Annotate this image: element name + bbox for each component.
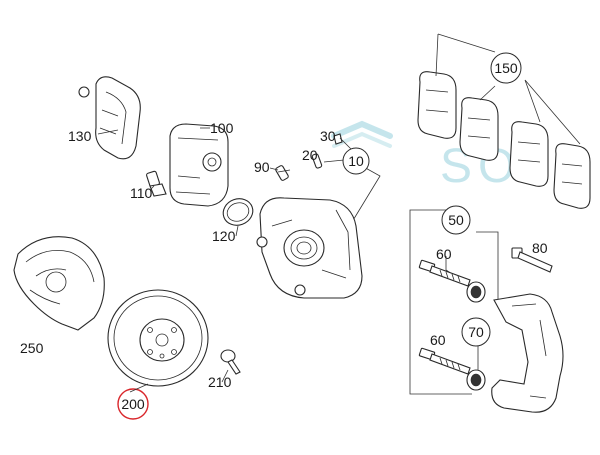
callout-100-text: 100	[210, 120, 234, 136]
callout-150: 150	[490, 52, 522, 84]
wear-sensor-bracket	[78, 76, 141, 160]
brake-disc	[107, 289, 209, 387]
seal-ring-120	[222, 198, 254, 226]
carrier-bracket	[491, 293, 564, 413]
bleeder-components	[311, 133, 381, 223]
bracket-bolt-upper	[418, 259, 471, 287]
callout-10-text: 10	[348, 153, 364, 169]
bushing-lower	[466, 369, 486, 391]
callout-50: 50	[441, 205, 471, 235]
callout-50-text: 50	[448, 212, 464, 228]
bleed-screw-90	[275, 165, 291, 181]
callout-200-text: 200	[121, 396, 145, 412]
callout-210-text: 210	[208, 374, 232, 390]
callout-70-text: 70	[468, 324, 484, 340]
caliper-housing	[169, 123, 229, 207]
callout-250-text: 250	[20, 340, 44, 356]
callout-200-highlighted: 200	[117, 388, 149, 420]
caliper-body	[256, 197, 363, 299]
callout-110-text: 110	[130, 185, 153, 201]
dust-shield	[13, 236, 105, 331]
bolt-110	[146, 170, 167, 197]
highlight-circle	[117, 388, 149, 420]
callout-130-text: 130	[68, 128, 92, 144]
bushing-upper	[466, 281, 486, 303]
bracket-bolt-lower	[418, 347, 471, 375]
callout-90-text: 90	[254, 159, 270, 175]
brake-pads	[417, 33, 591, 209]
callout-10: 10	[342, 147, 370, 175]
disc-screw-210	[220, 349, 241, 375]
callout-30-text: 30	[320, 128, 336, 144]
callout-150-text: 150	[494, 60, 518, 76]
callout-60-upper-text: 60	[436, 246, 452, 262]
callout-20-text: 20	[302, 147, 318, 163]
callout-60-lower-text: 60	[430, 332, 446, 348]
bolt-80	[511, 247, 553, 273]
callout-70: 70	[461, 317, 491, 347]
callout-120-text: 120	[212, 228, 236, 244]
callout-80-text: 80	[532, 240, 548, 256]
